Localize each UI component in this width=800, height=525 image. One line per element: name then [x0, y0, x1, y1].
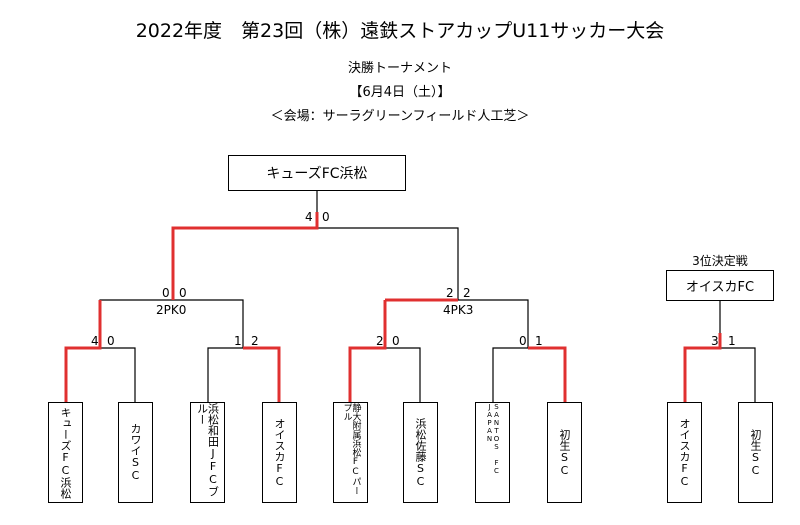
third-place-box: オイスカFC — [666, 270, 774, 301]
team-name: 初生SC — [749, 428, 762, 477]
team-box: 静大附属浜松FCパープル — [333, 402, 368, 503]
sf2-score-right: 2 — [463, 286, 471, 300]
page-title: 2022年度 第23回（株）遠鉄ストアカップU11サッカー大会 — [135, 20, 665, 42]
sf2-score-left: 2 — [446, 286, 454, 300]
r1m3-score-left: 2 — [376, 334, 384, 348]
champion-box: キューズFC浜松 — [228, 155, 406, 191]
final-score-left: 4 — [305, 210, 313, 224]
venue: ＜会場：サーラグリーンフィールド人工芝＞ — [270, 109, 530, 124]
team-box: SANTOS FC JAPAN — [475, 402, 510, 503]
team-box: オイスカFC — [262, 402, 297, 503]
team-box: カワイSC — [118, 402, 153, 503]
team-box: オイスカFC — [667, 402, 702, 503]
final-score-right: 0 — [322, 210, 330, 224]
team-box: 浜松和田JFCブルー — [190, 402, 225, 503]
r1m1-score-left: 4 — [91, 334, 99, 348]
r1m1-score-right: 0 — [107, 334, 115, 348]
team-name: オイスカFC — [273, 417, 286, 488]
team-box: 初生SC — [738, 402, 773, 503]
team-name: 浜松佐藤SC — [414, 417, 427, 488]
team-name: オイスカFC — [678, 417, 691, 488]
team-box: 初生SC — [547, 402, 582, 503]
team-name: 浜松和田JFCブルー — [195, 403, 220, 497]
team-box: キューズFC浜松 — [48, 402, 83, 503]
r1m2-score-left: 1 — [234, 334, 242, 348]
sf2-pk: 4PK3 — [443, 303, 474, 317]
team-name: 初生SC — [558, 428, 571, 477]
champion-name: キューズFC浜松 — [266, 166, 368, 182]
r1m2-score-right: 2 — [251, 334, 259, 348]
third-place-label: 3位決定戦 — [692, 254, 748, 268]
bracket-winner-lines — [64, 212, 722, 402]
match-date: 【6月4日（土）】 — [349, 85, 451, 100]
r1m4-score-left: 0 — [519, 334, 527, 348]
page-subtitle: 決勝トーナメント — [347, 61, 452, 76]
r1m3-score-right: 0 — [392, 334, 400, 348]
team-name: 静大附属浜松FCパープル — [341, 403, 361, 495]
sf1-score-right: 0 — [179, 286, 187, 300]
team-name: カワイSC — [129, 423, 142, 482]
bracket-black-lines — [99, 191, 756, 402]
sf1-score-left: 0 — [162, 286, 170, 300]
third-place-winner: オイスカFC — [685, 280, 755, 295]
team-name: SANTOS FC JAPAN — [485, 403, 501, 475]
third-score-left: 3 — [711, 334, 719, 348]
third-score-right: 1 — [728, 334, 736, 348]
team-name: キューズFC浜松 — [59, 406, 72, 499]
team-box: 浜松佐藤SC — [403, 402, 438, 503]
sf1-pk: 2PK0 — [156, 303, 187, 317]
r1m4-score-right: 1 — [535, 334, 543, 348]
